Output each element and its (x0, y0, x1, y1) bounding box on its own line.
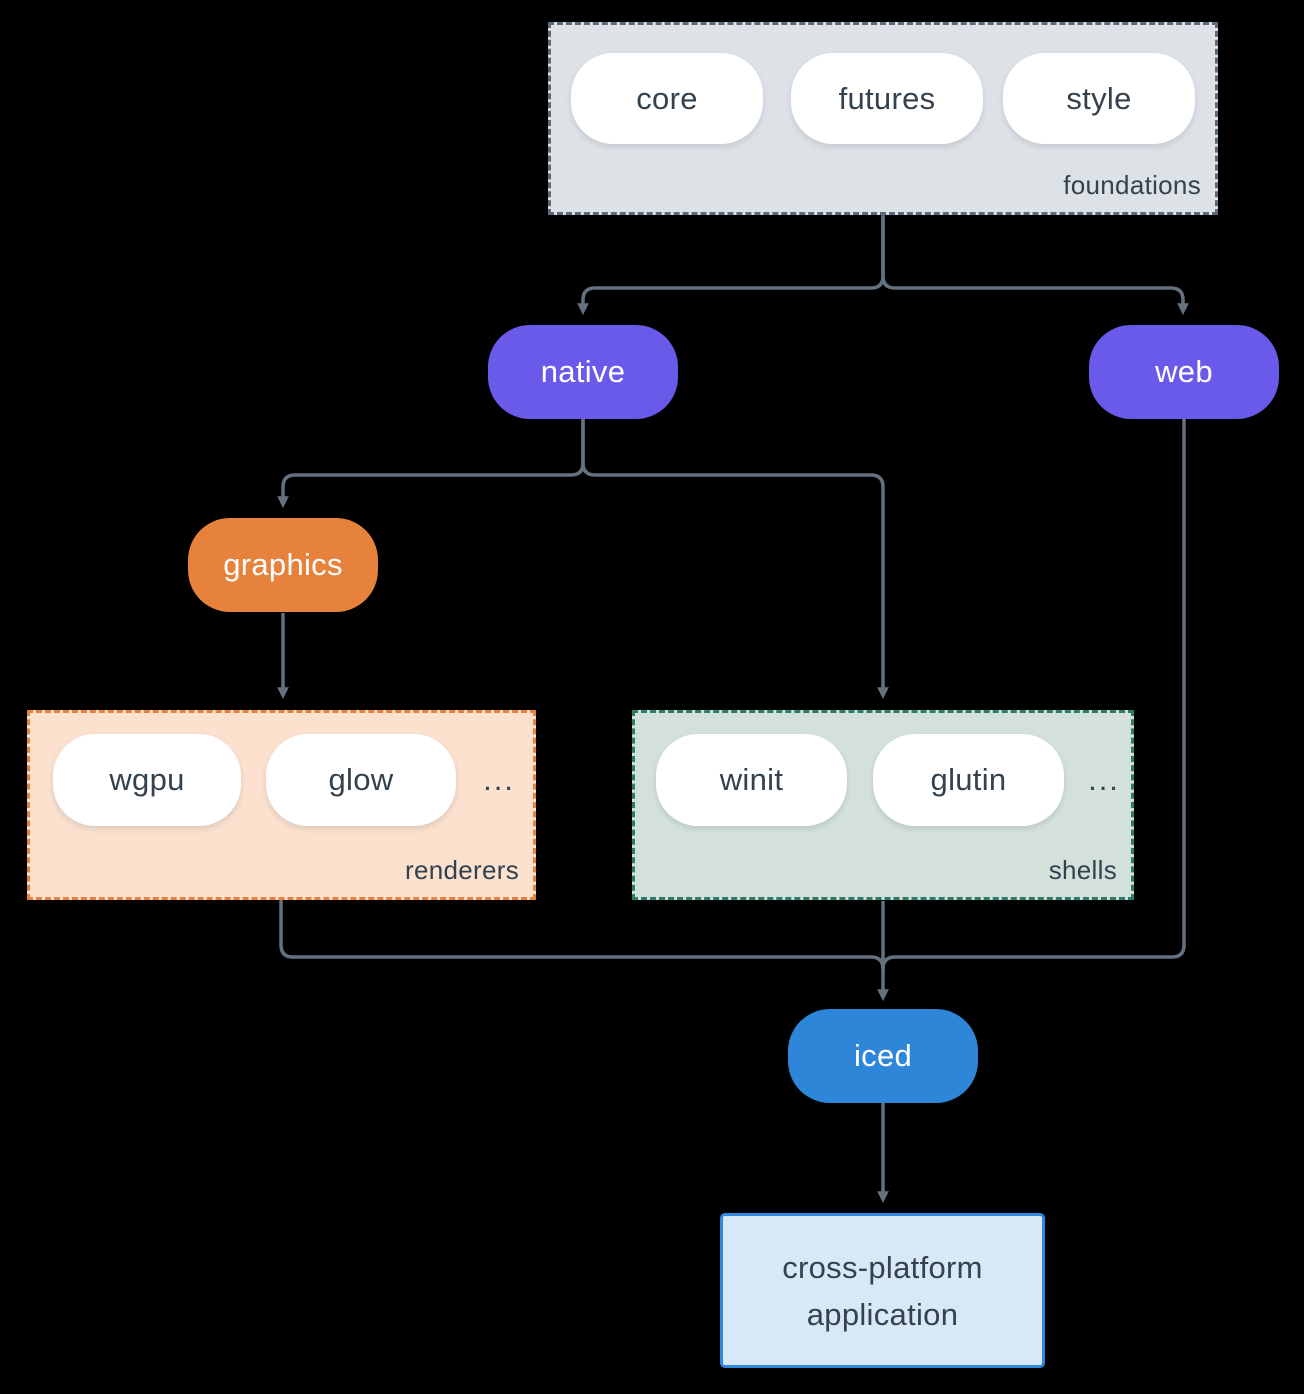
edge-native-graphics (277, 419, 585, 509)
edge-native-shells (581, 419, 889, 700)
group-renderers: wgpu glow ... renderers (27, 710, 536, 900)
application-label-line2: application (806, 1296, 959, 1332)
node-cross-platform-application: cross-platform application (720, 1213, 1045, 1368)
node-core: core (571, 53, 763, 144)
group-foundations-label: foundations (1063, 170, 1201, 200)
node-glutin: glutin (873, 734, 1064, 826)
group-foundations: core futures style foundations (548, 22, 1218, 215)
group-renderers-label: renderers (405, 855, 519, 885)
node-native: native (488, 325, 678, 419)
group-shells-label: shells (1048, 855, 1117, 885)
node-style: style (1003, 53, 1195, 144)
node-wgpu: wgpu (53, 734, 241, 826)
edge-foundations-web (881, 215, 1189, 316)
node-winit: winit (656, 734, 847, 826)
node-graphics: graphics (188, 518, 378, 612)
renderers-ellipsis: ... (483, 762, 515, 797)
group-shells: winit glutin ... shells (632, 710, 1134, 900)
edge-foundations-native (577, 215, 885, 316)
shells-ellipsis: ... (1088, 762, 1120, 797)
node-iced: iced (788, 1009, 978, 1103)
node-glow: glow (266, 734, 456, 826)
node-futures: futures (791, 53, 983, 144)
node-web: web (1089, 325, 1279, 419)
application-label-line1: cross-platform (782, 1249, 983, 1285)
edge-renderers-iced (279, 900, 885, 970)
